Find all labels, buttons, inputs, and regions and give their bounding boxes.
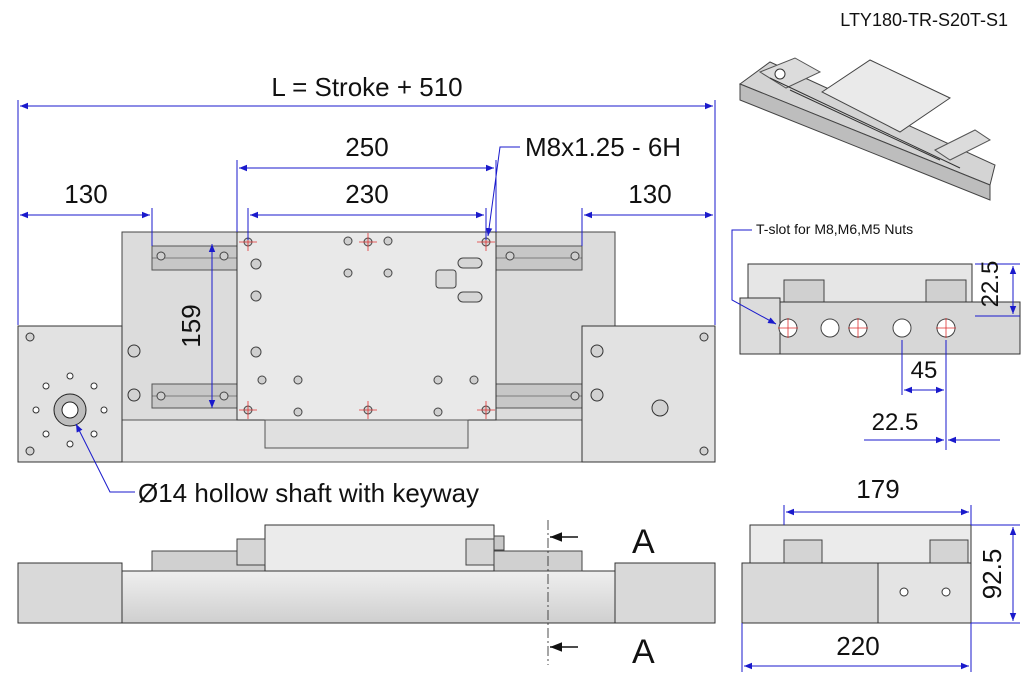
dim-22-5-horizontal: 22.5 <box>872 409 919 436</box>
dim-130-left: 130 <box>64 179 107 209</box>
section-label-bottom: A <box>632 633 655 671</box>
tapped-holes <box>239 233 495 419</box>
dim-92-5: 92.5 <box>977 549 1007 600</box>
dim-159: 159 <box>176 304 206 347</box>
section-detail <box>731 229 1021 450</box>
top-view <box>17 100 716 493</box>
length-formula: L = Stroke + 510 <box>271 72 462 102</box>
hollow-shaft-icon <box>32 372 108 448</box>
section-label-top: A <box>632 523 655 561</box>
dim-45: 45 <box>911 357 938 384</box>
thread-note: M8x1.25 - 6H <box>525 132 681 162</box>
end-view <box>741 505 1020 672</box>
isometric-view <box>738 57 996 201</box>
dim-250: 250 <box>345 132 388 162</box>
dim-130-right: 130 <box>628 179 671 209</box>
dim-179: 179 <box>856 474 899 504</box>
side-view <box>17 520 716 665</box>
dim-22-5-vertical: 22.5 <box>977 261 1004 308</box>
idler-end-plate <box>581 325 716 463</box>
dim-230: 230 <box>345 179 388 209</box>
tslot-note: T-slot for M8,M6,M5 Nuts <box>756 221 913 237</box>
model-label: LTY180-TR-S20T-S1 <box>840 10 1008 30</box>
carriage-plate <box>236 231 497 421</box>
shaft-note: Ø14 hollow shaft with keyway <box>138 478 479 508</box>
dim-220: 220 <box>836 631 879 661</box>
